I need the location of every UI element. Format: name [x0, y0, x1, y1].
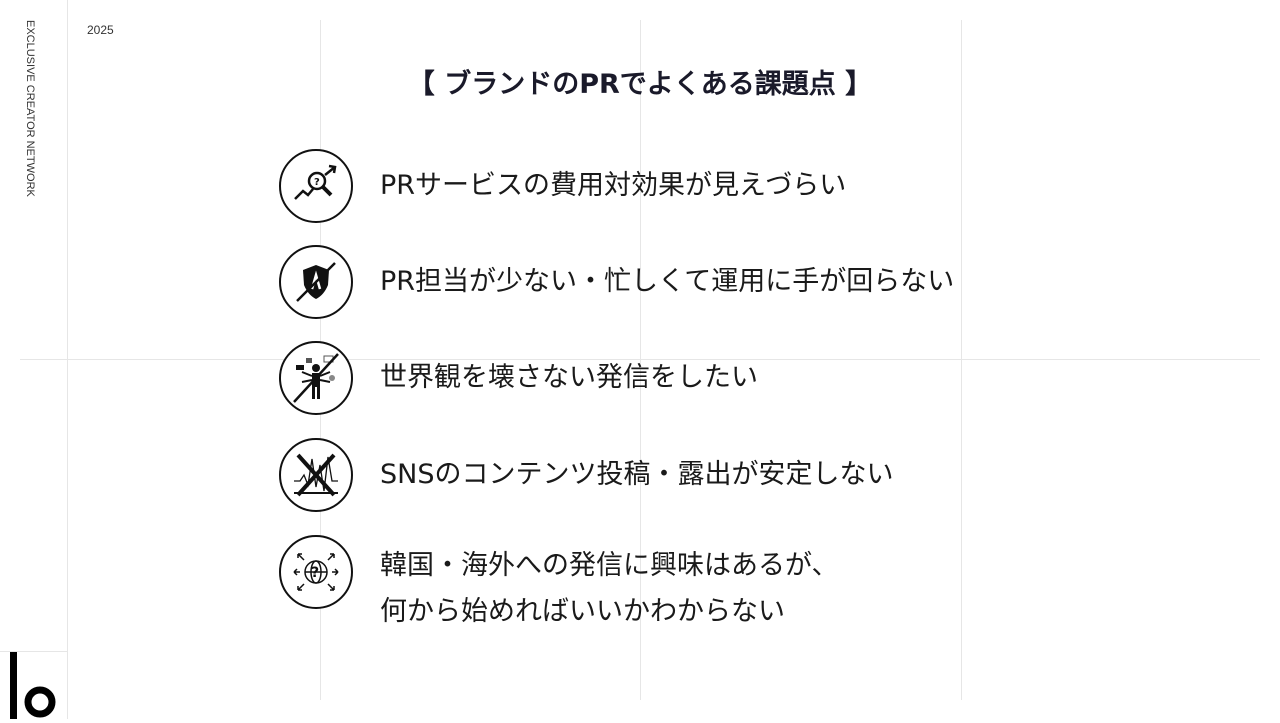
item-text-line-2: 何から始めればいいかわからない: [380, 596, 785, 627]
multitasking-person-crossed-icon: [279, 341, 353, 415]
shield-crossed-icon: [279, 245, 353, 319]
item-text: 世界観を壊さない発信をしたい: [380, 362, 758, 393]
item-text: PRサービスの費用対効果が見えづらい: [380, 170, 847, 201]
brand-vertical-text: EXCLUSIVE CREATOR NETWORK: [24, 20, 36, 197]
list-item: PR担当が少ない・忙しくて運用に手が回らない: [279, 245, 954, 319]
slide-title: 【 ブランドのPRでよくある課題点 】: [407, 69, 873, 100]
svg-text:?: ?: [314, 177, 320, 188]
globe-question-icon: ?: [279, 535, 353, 609]
brand-logo: [10, 652, 60, 723]
year-label: 2025: [87, 23, 114, 37]
magnifier-question-chart-icon: ?: [279, 149, 353, 223]
grid-line: [640, 20, 641, 700]
item-text: PR担当が少ない・忙しくて運用に手が回らない: [380, 266, 955, 297]
list-item: ? PRサービスの費用対効果が見えづらい: [279, 149, 846, 223]
item-text: SNSのコンテンツ投稿・露出が安定しない: [380, 459, 894, 490]
unstable-graph-crossed-icon: [279, 438, 353, 512]
svg-text:?: ?: [311, 565, 319, 581]
grid-line: [0, 651, 67, 652]
grid-line: [961, 20, 962, 700]
grid-line: [20, 359, 1260, 360]
list-item: SNSのコンテンツ投稿・露出が安定しない: [279, 438, 893, 512]
list-item: 世界観を壊さない発信をしたい: [279, 341, 758, 415]
list-item: ? 韓国・海外への発信に興味はあるが、 何から始めればいいかわからない: [279, 535, 838, 635]
item-text-line-1: 韓国・海外への発信に興味はあるが、: [380, 550, 839, 581]
